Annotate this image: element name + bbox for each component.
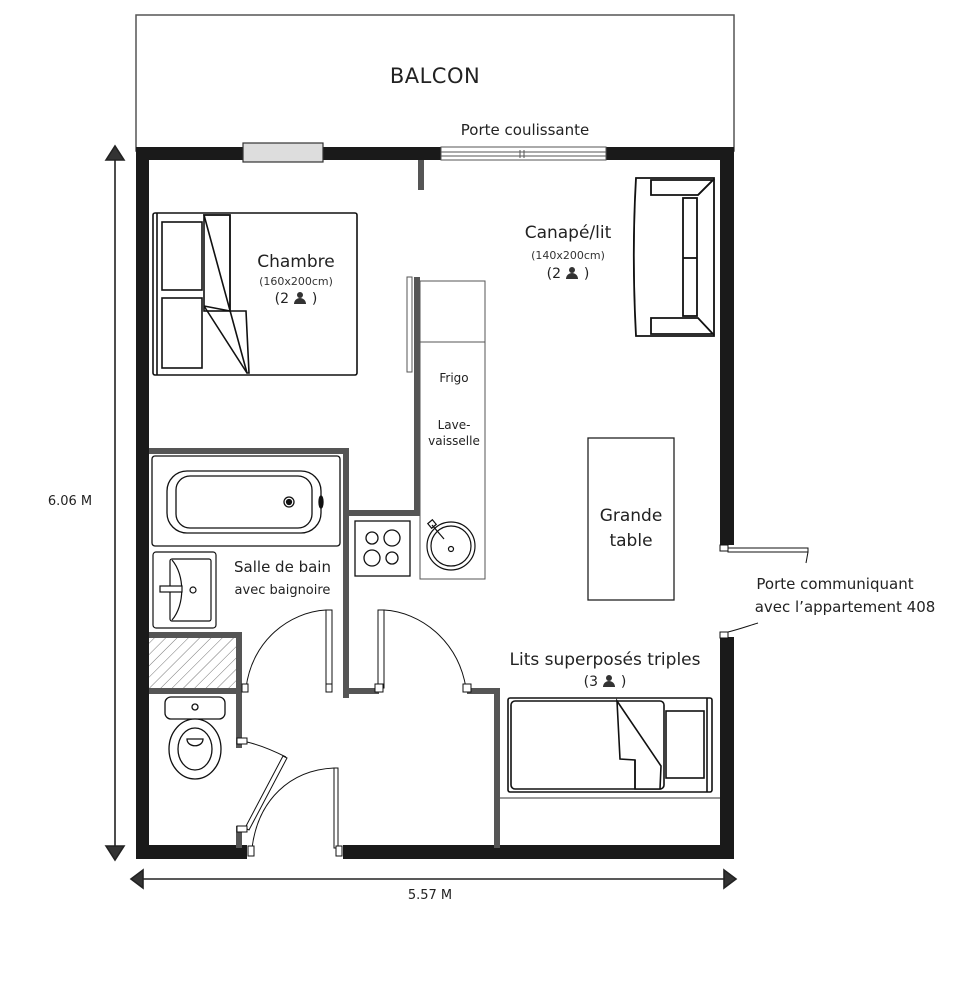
sliding-door <box>440 146 607 161</box>
sliding-door-label: Porte coulissante <box>460 121 590 139</box>
occupancy-close: ) <box>583 266 590 282</box>
occupancy-close: ) <box>311 291 318 307</box>
width-dimension-label: 5.57 M <box>407 888 453 903</box>
person-icon <box>293 292 307 304</box>
cooktop <box>354 520 411 577</box>
outer-walls <box>136 147 734 859</box>
person-icon <box>602 675 616 687</box>
occupancy-open: ( <box>546 266 553 282</box>
occupancy-open: ( <box>274 291 281 307</box>
sofa-bed-title: Canapé/lit <box>524 223 612 243</box>
connecting-door-label-line2: avec l’appartement 408 <box>754 598 936 616</box>
connecting-door-label-line1: Porte communiquant <box>756 575 914 593</box>
dining-table <box>587 437 675 601</box>
bunk-beds-title: Lits superposés triples <box>509 650 701 670</box>
table-label-line1: Grande <box>599 506 663 526</box>
kitchen-sink <box>426 518 476 571</box>
bunk-beds-occupancy: (3 ) <box>565 674 645 690</box>
sofa-bed-size: (140x200cm) <box>531 249 605 262</box>
dishwasher-label-line1: Lave- <box>437 418 471 432</box>
occupancy-count: 3 <box>589 674 598 690</box>
storage-closet <box>149 632 242 738</box>
bathroom-title: Salle de bain <box>234 558 331 576</box>
double-bed <box>152 212 358 376</box>
bedroom-bed-size: (160x200cm) <box>259 275 333 288</box>
bathtub <box>151 455 341 547</box>
table-label-line2: table <box>609 531 653 551</box>
connecting-door <box>719 544 809 639</box>
dishwasher-label-line2: vaisselle <box>428 434 480 448</box>
occupancy-open: ( <box>583 674 590 690</box>
doors <box>236 609 472 857</box>
bunk-bed <box>507 697 713 793</box>
kitchen-partition <box>149 277 420 698</box>
fridge-label: Frigo <box>439 371 469 385</box>
sofa-bed-occupancy: (2 ) <box>528 266 608 282</box>
height-dimension-label: 6.06 M <box>47 494 93 509</box>
sofa-bed <box>632 177 716 337</box>
balcony-label: BALCON <box>389 64 481 88</box>
occupancy-close: ) <box>620 674 627 690</box>
occupancy-count: 2 <box>280 291 289 307</box>
person-icon <box>565 267 579 279</box>
occupancy-count: 2 <box>552 266 561 282</box>
kitchen-counter <box>419 280 486 580</box>
window <box>242 142 324 163</box>
bedroom-title: Chambre <box>257 252 335 272</box>
bedroom-occupancy: (2 ) <box>256 291 336 307</box>
bathroom-sink <box>152 551 217 629</box>
bathroom-subtitle: avec baignoire <box>234 583 331 598</box>
toilet <box>164 696 226 780</box>
dimension-arrows <box>104 144 738 890</box>
